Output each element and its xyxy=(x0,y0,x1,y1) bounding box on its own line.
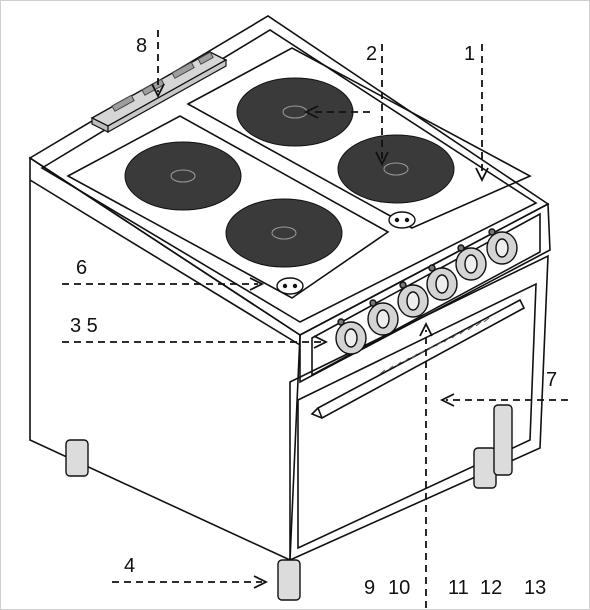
callout-8: 8 xyxy=(136,35,147,57)
knob-2 xyxy=(367,299,399,336)
callout-1: 1 xyxy=(464,43,475,65)
hob-tray-right xyxy=(186,47,532,229)
control-knobs xyxy=(335,228,518,355)
oven-handle-end xyxy=(310,407,323,419)
arrowhead-4 xyxy=(253,575,269,589)
knob-5 xyxy=(455,244,487,281)
oven-front xyxy=(289,254,549,562)
knob-1 xyxy=(335,318,367,355)
arrowhead-1 xyxy=(475,167,489,183)
callout-11: 11 xyxy=(448,577,469,599)
hotplate-back-right xyxy=(236,77,354,147)
indicator-lights-right xyxy=(388,211,416,229)
callout-13: 13 xyxy=(524,577,546,599)
knob-3 xyxy=(397,281,429,318)
callout-6: 6 xyxy=(76,257,87,279)
arrowhead-3-5 xyxy=(313,335,329,349)
control-panel xyxy=(299,202,551,384)
callout-7: 7 xyxy=(546,369,557,391)
arrowhead-7 xyxy=(439,393,455,407)
oven-door xyxy=(297,282,537,550)
hotplate-front-left xyxy=(225,198,343,268)
arrowhead-6 xyxy=(249,277,265,291)
arrowhead-9-13 xyxy=(419,321,433,337)
callout-12: 12 xyxy=(480,577,502,599)
arrowhead-8 xyxy=(151,83,165,99)
legs xyxy=(65,404,513,601)
indicator-lights-left xyxy=(276,277,304,295)
arrowhead-2b xyxy=(303,105,319,119)
hotplate-back-left xyxy=(124,141,242,211)
callout-3-5: 3 5 xyxy=(70,315,98,337)
flue-outlet xyxy=(90,51,228,134)
vent-slots xyxy=(379,317,490,375)
callout-10: 10 xyxy=(388,577,410,599)
callout-4: 4 xyxy=(124,555,135,577)
side-edge xyxy=(29,179,301,346)
oven-handle xyxy=(316,298,526,420)
callout-9: 9 xyxy=(364,577,375,599)
hotplate-front-right xyxy=(337,134,455,204)
hob-tray-left xyxy=(66,115,390,299)
arrowhead-2 xyxy=(375,151,389,167)
callout-2: 2 xyxy=(366,43,377,65)
knob-4 xyxy=(426,264,458,301)
knob-6 xyxy=(486,228,518,265)
